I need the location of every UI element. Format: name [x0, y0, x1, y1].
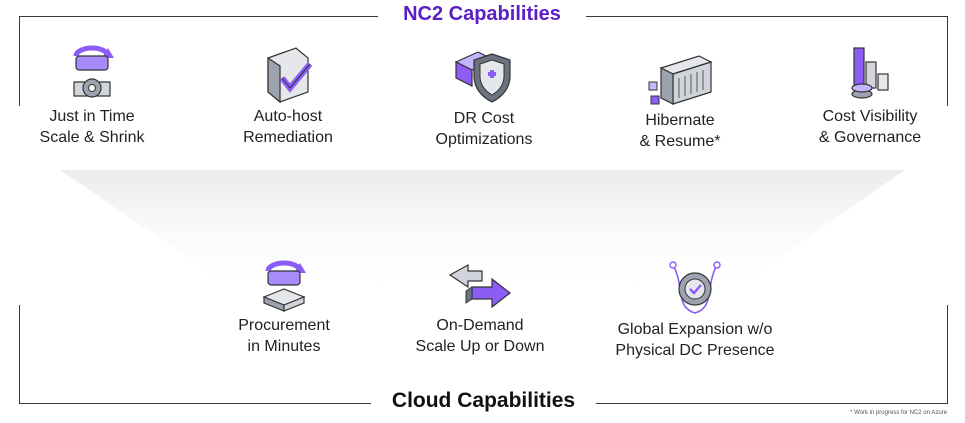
capability-hibernate: Hibernate & Resume*: [590, 52, 770, 152]
capability-label: Optimizations: [435, 131, 533, 148]
frame-line: [19, 403, 371, 404]
frame-line: [19, 16, 378, 17]
frame-line: [586, 16, 948, 17]
capability-label: Scale Up or Down: [415, 338, 545, 355]
capability-procurement: Procurement in Minutes: [194, 257, 374, 357]
frame-line: [596, 403, 948, 404]
nc2-capabilities-title: NC2 Capabilities: [403, 3, 561, 25]
frame-line: [947, 16, 948, 106]
arrow-icon: [448, 263, 511, 309]
frame-line: [19, 305, 20, 404]
capability-label: Global Expansion w/o: [617, 321, 773, 338]
capability-label: Physical DC Presence: [615, 342, 775, 359]
frame-line: [19, 16, 20, 106]
cloud-capabilities-title: Cloud Capabilities: [391, 389, 576, 412]
capability-label: Remediation: [243, 129, 333, 146]
frame-line: [947, 305, 948, 404]
capability-cost-visibility: Cost Visibility & Governance: [780, 44, 960, 148]
checkbox-icon: [267, 47, 313, 104]
capability-label: & Governance: [818, 129, 922, 146]
capability-label: & Resume*: [639, 133, 721, 150]
capability-label: Hibernate: [645, 112, 715, 129]
capability-label: DR Cost: [453, 110, 515, 127]
footnote: * Work in progress for NC2 on Azure: [850, 410, 947, 416]
capability-label: Cost Visibility: [822, 108, 918, 125]
capability-label: Scale & Shrink: [39, 129, 145, 146]
capability-label: Just in Time: [49, 108, 135, 125]
refresh-box-icon: [262, 260, 306, 312]
capability-label: Procurement: [238, 317, 330, 334]
capability-label: On-Demand: [436, 317, 524, 334]
server-rack-icon: [648, 55, 713, 105]
capability-label: Auto-host: [253, 108, 323, 125]
shield-icon: [454, 51, 511, 103]
capability-label: in Minutes: [247, 338, 321, 355]
scale-gear-icon: [73, 45, 114, 98]
coin-chart-icon: [851, 47, 889, 99]
globe-network-icon: [669, 261, 721, 314]
